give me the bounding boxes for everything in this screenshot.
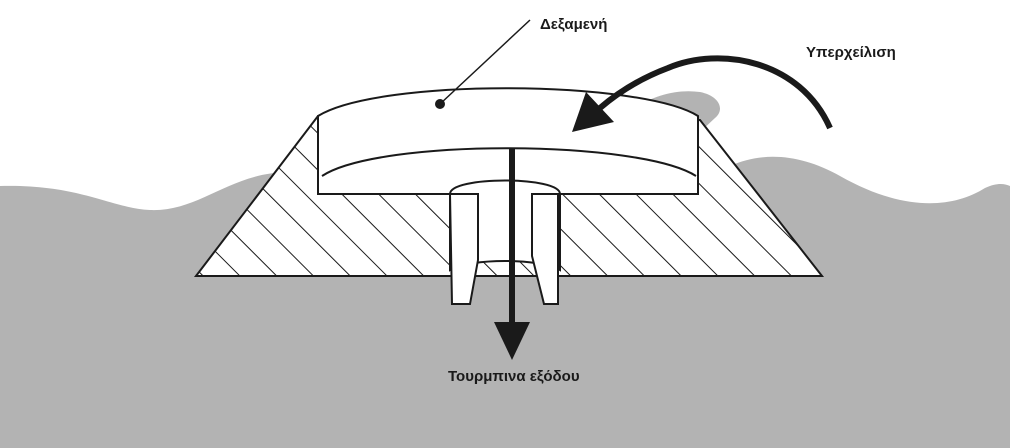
turbine-blade-left <box>448 193 479 305</box>
reservoir-basin <box>317 87 699 195</box>
outlet-arrowhead <box>494 322 530 360</box>
label-overflow: Υπερχείλιση <box>806 44 896 61</box>
reservoir-marker-dot <box>435 99 445 109</box>
turbine-blade-right <box>531 193 559 305</box>
overflow-arrowhead <box>572 92 614 132</box>
label-reservoir: Δεξαμενή <box>540 16 608 33</box>
reservoir-leader-line <box>439 19 531 105</box>
overflow-arrow-shaft <box>598 55 833 130</box>
label-outlet-turbine: Τουρμπινα εξόδου <box>448 368 580 385</box>
